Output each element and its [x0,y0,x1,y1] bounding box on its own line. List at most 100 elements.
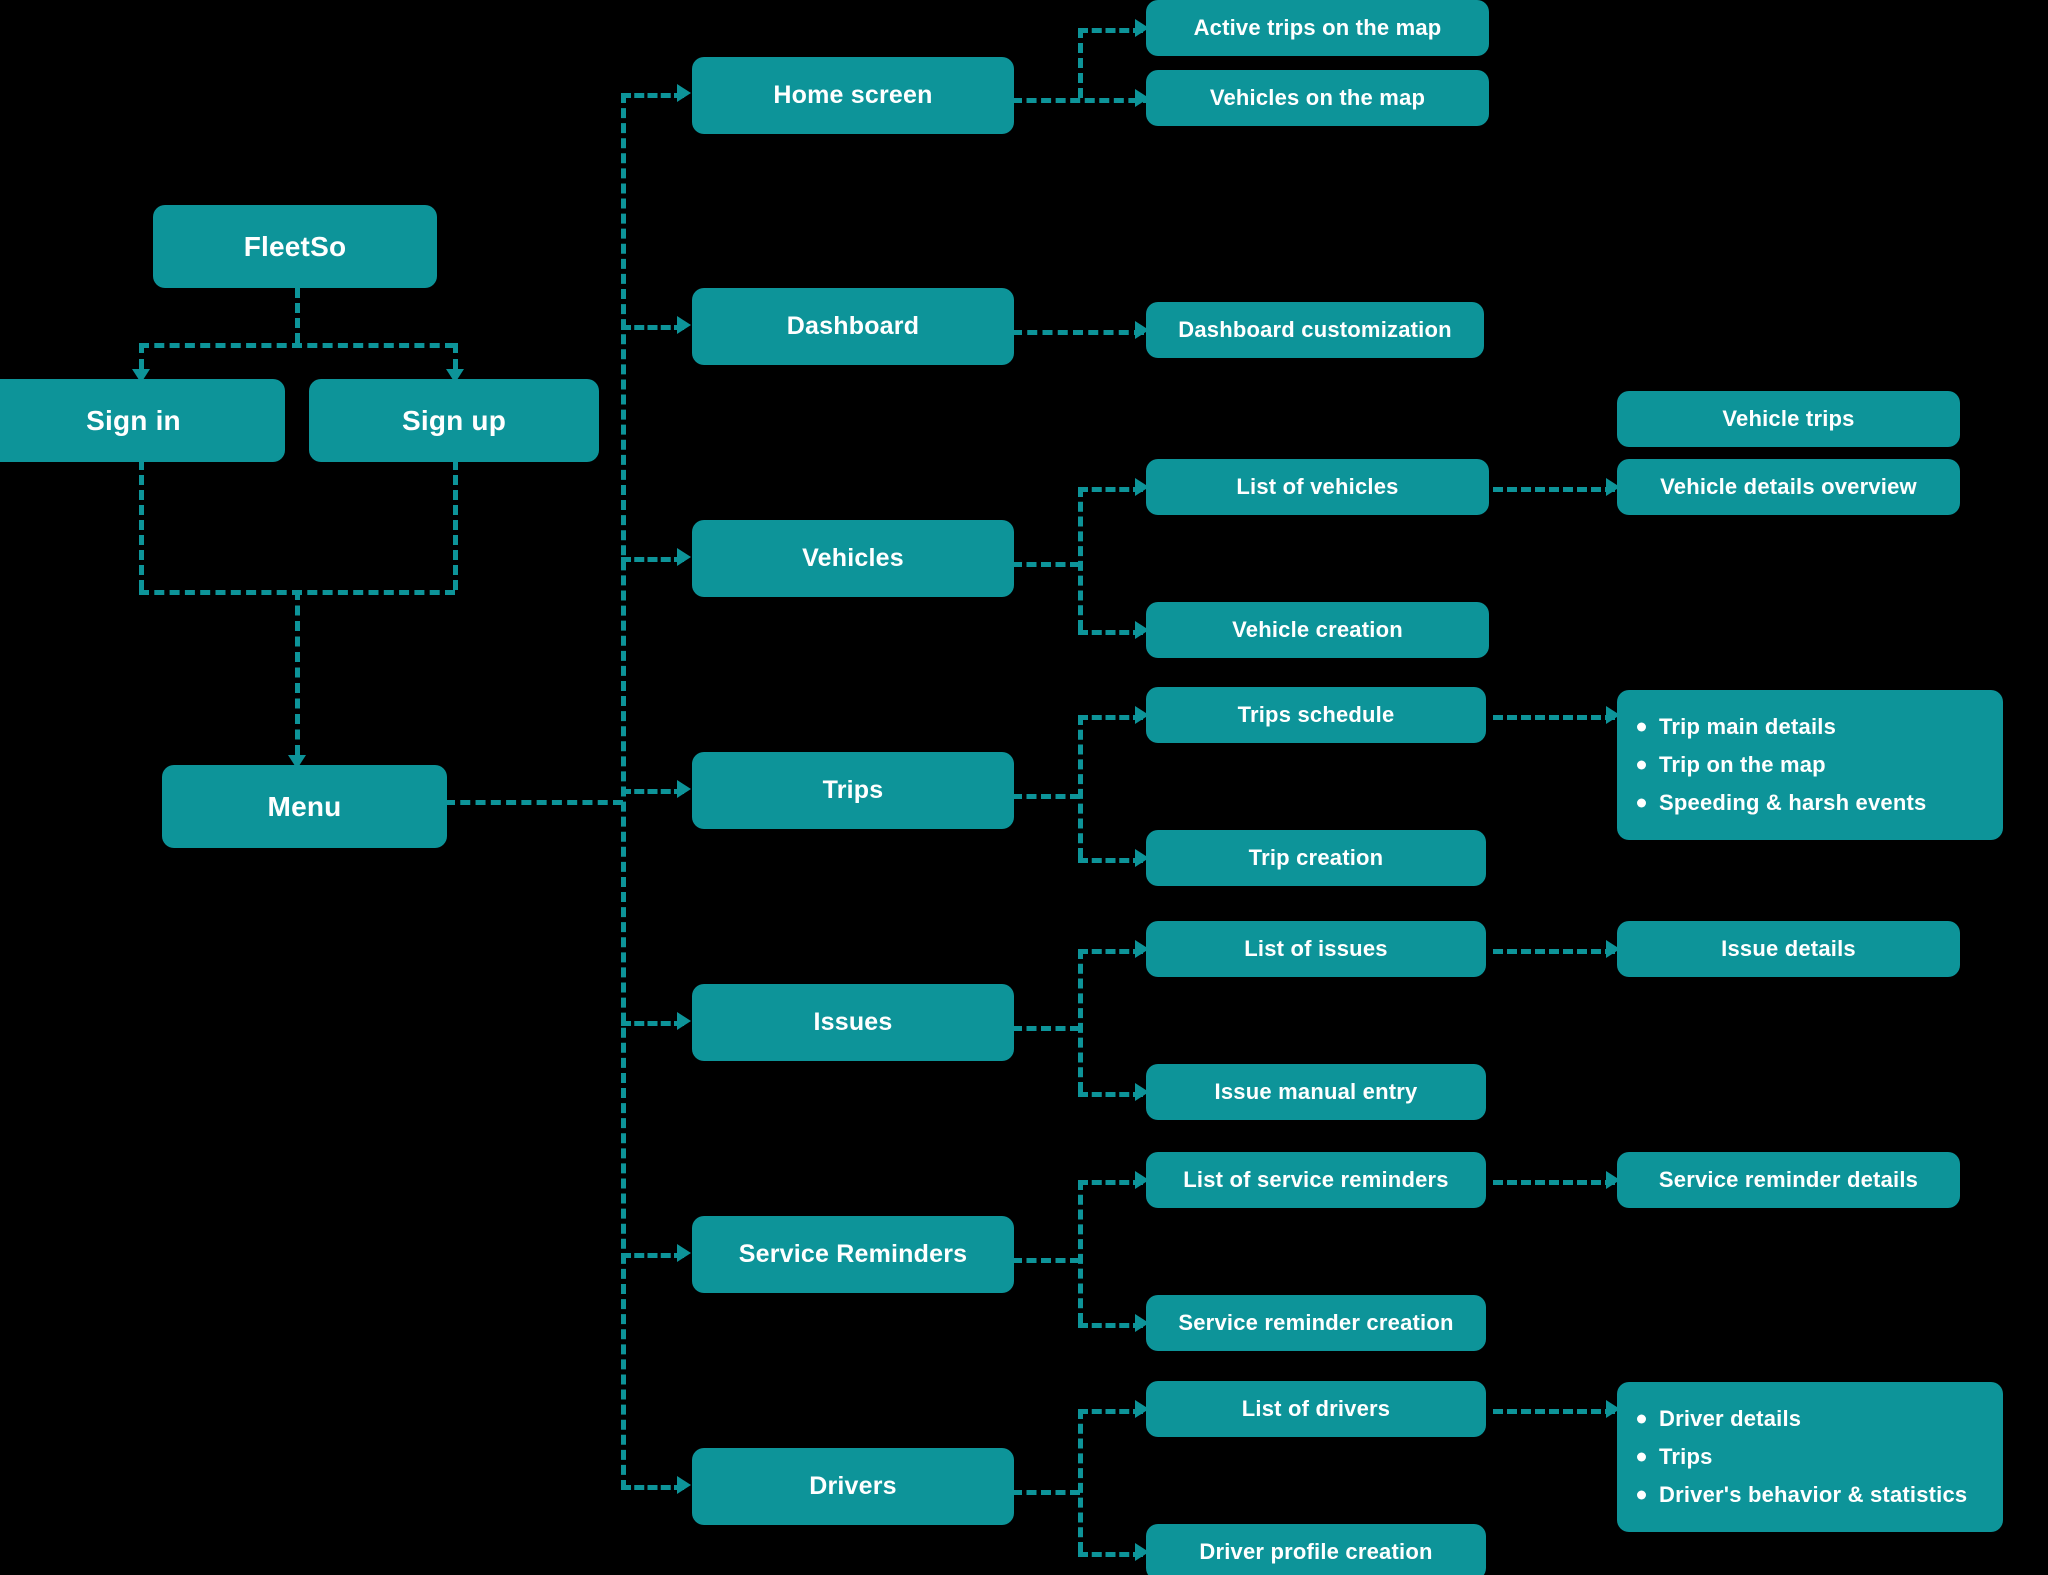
node-drivers[interactable]: Drivers [692,1448,1014,1525]
arrow-into-vehicles [677,548,691,566]
connector-schedule-trip-details [1493,715,1615,720]
node-trip-details[interactable]: Trip main details Trip on the map Speedi… [1617,690,2003,840]
node-issues[interactable]: Issues [692,984,1014,1061]
node-vehicle-creation[interactable]: Vehicle creation [1146,602,1489,658]
connector-vehicles-to-list [1078,487,1143,492]
arrow-into-service-reminder-creation [1135,1314,1149,1332]
connector-spine-vehicles [621,557,684,562]
connector-drivers-to-creation [1078,1552,1143,1557]
arrow-into-driver-details [1606,1400,1620,1418]
driver-details-item: Driver details [1659,1400,1967,1438]
node-sign-up[interactable]: Sign up [309,379,599,462]
connector-signin-down [139,460,144,590]
arrow-into-dashboard [677,316,691,334]
arrow-into-list-of-vehicles [1135,478,1149,496]
trip-details-item: Trip on the map [1659,746,1926,784]
node-home-screen[interactable]: Home screen [692,57,1014,134]
arrow-into-issue-details [1606,940,1620,958]
arrow-into-service-reminder-details [1606,1171,1620,1189]
connector-list-issues-details [1493,949,1615,954]
connector-issues-to-list [1078,949,1143,954]
arrow-into-vehicle-creation [1135,621,1149,639]
node-issue-details[interactable]: Issue details [1617,921,1960,977]
node-list-of-vehicles[interactable]: List of vehicles [1146,459,1489,515]
connector-trips-split [1078,715,1083,858]
arrow-into-trips [677,780,691,798]
node-list-of-service-reminders[interactable]: List of service reminders [1146,1152,1486,1208]
arrow-into-list-of-service-reminders [1135,1171,1149,1189]
arrow-into-service-reminders [677,1244,691,1262]
connector-drivers-to-list [1078,1409,1143,1414]
trip-details-list: Trip main details Trip on the map Speedi… [1617,708,1926,821]
arrow-into-vehicle-details-overview [1606,478,1620,496]
node-driver-profile-creation[interactable]: Driver profile creation [1146,1524,1486,1575]
node-list-of-issues[interactable]: List of issues [1146,921,1486,977]
connector-issues-out [1012,1026,1080,1031]
node-fleetso[interactable]: FleetSo [153,205,437,288]
connector-service-out [1012,1258,1080,1263]
connector-trips-out [1012,794,1080,799]
connector-service-to-list [1078,1180,1143,1185]
arrow-into-dashboard-customization [1135,321,1149,339]
connector-drivers-out [1012,1490,1080,1495]
trip-details-item: Speeding & harsh events [1659,784,1926,822]
connector-trips-to-creation [1078,858,1143,863]
connector-issues-to-manual [1078,1092,1143,1097]
arrow-into-list-of-issues [1135,940,1149,958]
connector-spine-trips [621,789,684,794]
connector-to-signup [453,343,458,369]
connector-list-drivers-details [1493,1409,1615,1414]
arrow-into-drivers [677,1476,691,1494]
node-trips-schedule[interactable]: Trips schedule [1146,687,1486,743]
arrow-into-driver-profile-creation [1135,1543,1149,1561]
node-sign-in[interactable]: Sign in [0,379,285,462]
connector-vehicles-split [1078,487,1083,630]
connector-dashboard-out [1012,330,1144,335]
connector-spine-issues [621,1021,684,1026]
connector-vehicles-to-creation [1078,630,1143,635]
node-driver-details[interactable]: Driver details Trips Driver's behavior &… [1617,1382,2003,1532]
node-dashboard[interactable]: Dashboard [692,288,1014,365]
node-service-reminder-details[interactable]: Service reminder details [1617,1152,1960,1208]
arrow-into-list-of-drivers [1135,1400,1149,1418]
arrow-into-trips-schedule [1135,706,1149,724]
node-trips[interactable]: Trips [692,752,1014,829]
node-dashboard-customization[interactable]: Dashboard customization [1146,302,1484,358]
connector-service-to-creation [1078,1323,1143,1328]
arrow-into-home-screen [677,84,691,102]
node-issue-manual-entry[interactable]: Issue manual entry [1146,1064,1486,1120]
arrow-into-issues [677,1012,691,1030]
connector-home-out [1012,98,1182,103]
node-vehicle-trips[interactable]: Vehicle trips [1617,391,1960,447]
connector-drivers-split [1078,1409,1083,1552]
trip-details-item: Trip main details [1659,708,1926,746]
arrow-into-trip-creation [1135,849,1149,867]
connector-to-menu [295,590,300,755]
connector-signup-down [453,460,458,590]
node-list-of-drivers[interactable]: List of drivers [1146,1381,1486,1437]
connector-service-split [1078,1180,1083,1323]
driver-details-list: Driver details Trips Driver's behavior &… [1617,1400,1967,1513]
arrow-into-issue-manual-entry [1135,1083,1149,1101]
driver-details-item: Trips [1659,1438,1967,1476]
node-trip-creation[interactable]: Trip creation [1146,830,1486,886]
node-vehicles-on-the-map[interactable]: Vehicles on the map [1146,70,1489,126]
connector-trips-to-schedule [1078,715,1143,720]
node-service-reminder-creation[interactable]: Service reminder creation [1146,1295,1486,1351]
node-menu[interactable]: Menu [162,765,447,848]
connector-vehicles-out [1012,562,1080,567]
node-vehicles[interactable]: Vehicles [692,520,1014,597]
arrow-into-active-trips-map [1135,19,1149,37]
arrow-into-vehicles-map [1135,89,1149,107]
arrow-into-trip-details [1606,706,1620,724]
node-vehicle-details-overview[interactable]: Vehicle details overview [1617,459,1960,515]
connector-home-split [1078,28,1083,98]
connector-root-split [139,343,455,348]
node-service-reminders[interactable]: Service Reminders [692,1216,1014,1293]
connector-home-to-active [1078,28,1143,33]
connector-spine-service [621,1253,684,1258]
connector-issues-split [1078,949,1083,1092]
node-active-trips-on-the-map[interactable]: Active trips on the map [1146,0,1489,56]
connector-list-service-details [1493,1180,1615,1185]
